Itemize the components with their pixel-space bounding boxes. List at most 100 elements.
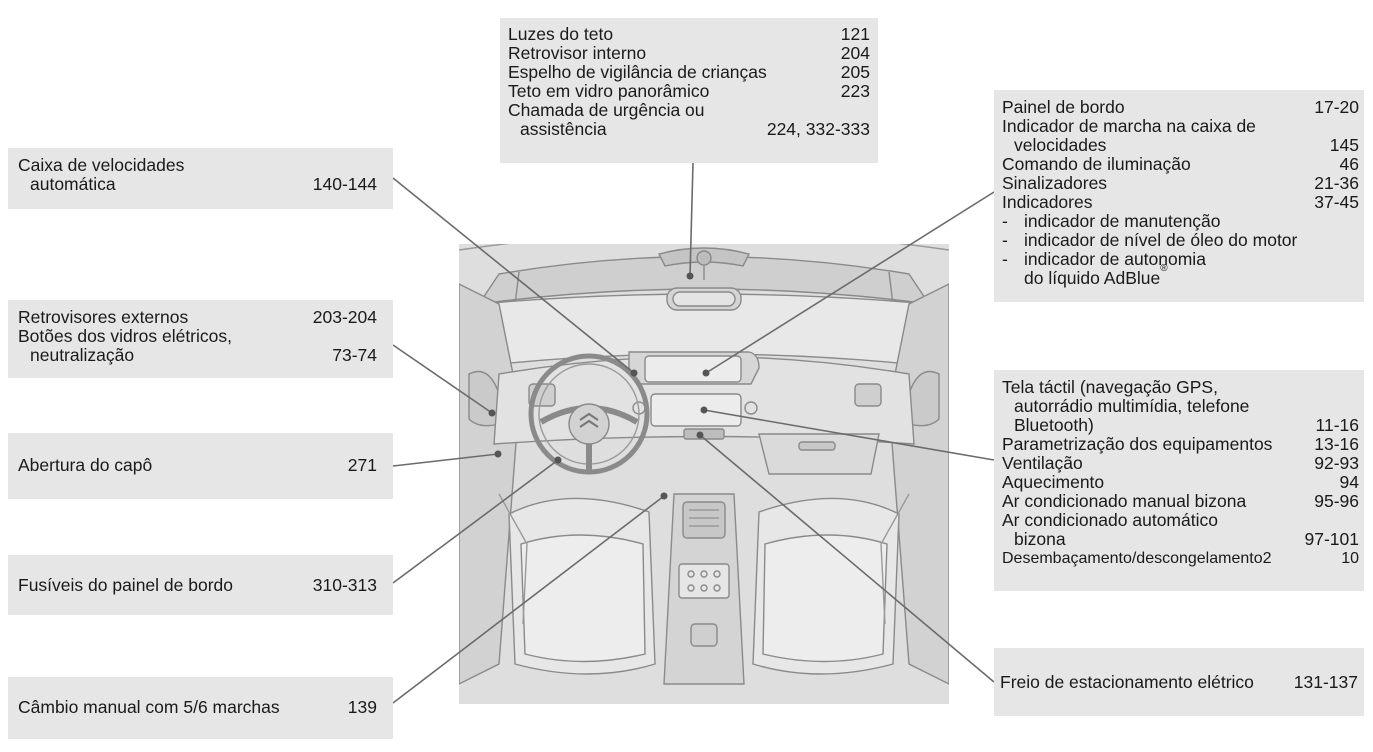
touchscreen-page: 11-16 <box>1315 415 1359 435</box>
bullet-dash: - <box>1002 249 1008 269</box>
touchscreen-title-bold: Tela táctil <box>1002 377 1075 397</box>
exterior-mirrors-row: Retrovisores externos 203-204 <box>18 308 377 327</box>
bullet-maintenance: - indicador de manutenção <box>1002 212 1359 231</box>
interior-mirror-label: Retrovisor interno <box>508 43 647 63</box>
interior-mirror-page: 204 <box>840 43 870 63</box>
window-buttons-line1: Botões dos vidros elétricos, <box>18 326 232 346</box>
manual-ac-row: Ar condicionado manual bizona 95-96 <box>1002 492 1359 511</box>
ceiling-equipment-box: Luzes do teto 121 Retrovisor interno 204… <box>500 18 878 163</box>
ventilation-page: 92-93 <box>1314 453 1359 473</box>
manual-ac-page: 95-96 <box>1314 491 1359 511</box>
panoramic-roof-row: Teto em vidro panorâmico 223 <box>508 82 870 101</box>
registered-mark: ® <box>1160 263 1168 274</box>
gear-indicator-line1: Indicador de marcha na caixa de <box>1002 116 1256 136</box>
exterior-mirrors-page: 203-204 <box>312 307 377 327</box>
heating-label: Aquecimento <box>1002 472 1105 492</box>
panel-label: Painel de bordo <box>1002 97 1125 117</box>
dashboard-illustration <box>459 244 949 704</box>
lighting-label: Comando de iluminação <box>1002 154 1191 174</box>
bullet-dash: - <box>1002 211 1008 231</box>
touchscreen-title-rest: (navegação GPS, <box>1074 377 1218 397</box>
demist-label: Desembaçamento/descongelamento2 <box>1002 550 1272 567</box>
exterior-mirrors-label: Retrovisores externos <box>18 307 189 327</box>
touchscreen-title: Tela táctil (navegação GPS, <box>1002 378 1359 397</box>
mirrors-windows-box: Retrovisores externos 203-204 Botões dos… <box>8 300 393 378</box>
touchscreen-row: Bluetooth) 11-16 <box>1002 416 1359 435</box>
interior-mirror-row: Retrovisor interno 204 <box>508 44 870 63</box>
emergency-call-page: 224, 332-333 <box>766 119 870 139</box>
parking-brake-row: Freio de estacionamento elétrico 131-137 <box>1000 673 1358 692</box>
signals-label: Sinalizadores <box>1002 173 1108 193</box>
manual-gearbox-label: Câmbio manual com 5/6 marchas <box>18 697 280 717</box>
fuses-page: 310-313 <box>312 575 377 595</box>
ceiling-lights-label: Luzes do teto <box>508 24 614 44</box>
panoramic-roof-label: Teto em vidro panorâmico <box>508 81 710 101</box>
auto-ac-line1: Ar condicionado automático <box>1002 510 1218 530</box>
touchscreen-line3: Bluetooth) <box>1014 415 1094 435</box>
equipment-settings-label: Parametrização dos equipamentos <box>1002 434 1273 454</box>
emergency-call-label: assistência <box>520 119 607 139</box>
panel-page: 17-20 <box>1314 97 1359 117</box>
auto-gearbox-box: Caixa de velocidades automática 140-144 <box>8 148 393 209</box>
auto-ac-label: bizona <box>1014 529 1066 549</box>
touchscreen-line2: autorrádio multimídia, telefone <box>1014 396 1250 416</box>
demist-row: Desembaçamento/descongelamento2 10 <box>1002 549 1359 568</box>
gear-indicator-label: velocidades <box>1014 135 1107 155</box>
bonnet-page: 271 <box>347 455 377 475</box>
child-mirror-page: 205 <box>840 62 870 82</box>
window-buttons-label: neutralização <box>30 345 135 365</box>
bullet-adblue: - indicador de autonomia <box>1002 250 1359 269</box>
instrument-panel-box: Painel de bordo 17-20 Indicador de march… <box>994 90 1364 302</box>
manual-ac-label: Ar condicionado manual bizona <box>1002 491 1247 511</box>
ceiling-lights-row: Luzes do teto 121 <box>508 25 870 44</box>
window-buttons-page: 73-74 <box>332 345 377 365</box>
bullet-adblue-text: indicador de autonomia <box>1024 249 1206 269</box>
heating-page: 94 <box>1339 472 1359 492</box>
manual-gearbox-page: 139 <box>347 697 377 717</box>
gear-indicator-row: velocidades 145 <box>1002 136 1359 155</box>
auto-gearbox-row: automática 140-144 <box>18 175 377 194</box>
parking-brake-label: Freio de estacionamento elétrico <box>1000 672 1254 692</box>
equipment-settings-page: 13-16 <box>1314 434 1359 454</box>
bonnet-row: Abertura do capô 271 <box>18 456 377 475</box>
indicators-row: Indicadores 37-45 <box>1002 193 1359 212</box>
equipment-settings-row: Parametrização dos equipamentos 13-16 <box>1002 435 1359 454</box>
emergency-call-row: assistência 224, 332-333 <box>508 120 870 139</box>
fuses-box: Fusíveis do painel de bordo 310-313 <box>8 555 393 615</box>
parking-brake-page: 131-137 <box>1293 672 1358 692</box>
child-mirror-row: Espelho de vigilância de crianças 205 <box>508 63 870 82</box>
bullet-adblue-text2: do líquido AdBlue <box>1024 268 1161 288</box>
fuses-label: Fusíveis do painel de bordo <box>18 575 233 595</box>
signals-row: Sinalizadores 21-36 <box>1002 174 1359 193</box>
manual-gearbox-row: Câmbio manual com 5/6 marchas 139 <box>18 698 377 717</box>
fuses-row: Fusíveis do painel de bordo 310-313 <box>18 576 377 595</box>
bullet-oil-level: - indicador de nível de óleo do motor <box>1002 231 1359 250</box>
heating-row: Aquecimento 94 <box>1002 473 1359 492</box>
auto-gearbox-label: automática <box>30 174 116 194</box>
bullet-oil-level-text: indicador de nível de óleo do motor <box>1024 230 1298 250</box>
auto-gearbox-page: 140-144 <box>312 174 377 194</box>
auto-ac-page: 97-101 <box>1304 529 1360 549</box>
bonnet-label: Abertura do capô <box>18 455 153 475</box>
lighting-page: 46 <box>1339 154 1359 174</box>
parking-brake-box: Freio de estacionamento elétrico 131-137 <box>994 648 1364 716</box>
window-buttons-row: neutralização 73-74 <box>18 346 377 365</box>
ceiling-lights-page: 121 <box>840 24 870 44</box>
indicators-page: 37-45 <box>1314 192 1359 212</box>
auto-ac-row: bizona 97-101 <box>1002 530 1359 549</box>
bullet-maintenance-text: indicador de manutenção <box>1024 211 1221 231</box>
lighting-row: Comando de iluminação 46 <box>1002 155 1359 174</box>
touchscreen-box: Tela táctil (navegação GPS, autorrádio m… <box>994 370 1364 591</box>
ventilation-label: Ventilação <box>1002 453 1083 473</box>
demist-page: 10 <box>1341 550 1359 567</box>
indicators-label: Indicadores <box>1002 192 1093 212</box>
bonnet-box: Abertura do capô 271 <box>8 433 393 499</box>
panoramic-roof-page: 223 <box>840 81 870 101</box>
signals-page: 21-36 <box>1314 173 1359 193</box>
panel-row: Painel de bordo 17-20 <box>1002 98 1359 117</box>
bullet-dash: - <box>1002 230 1008 250</box>
gear-indicator-page: 145 <box>1329 135 1359 155</box>
emergency-call-line1: Chamada de urgência ou <box>508 100 705 120</box>
manual-gearbox-box: Câmbio manual com 5/6 marchas 139 <box>8 677 393 739</box>
bullet-adblue-cont: do líquido AdBlue® <box>1002 263 1359 288</box>
